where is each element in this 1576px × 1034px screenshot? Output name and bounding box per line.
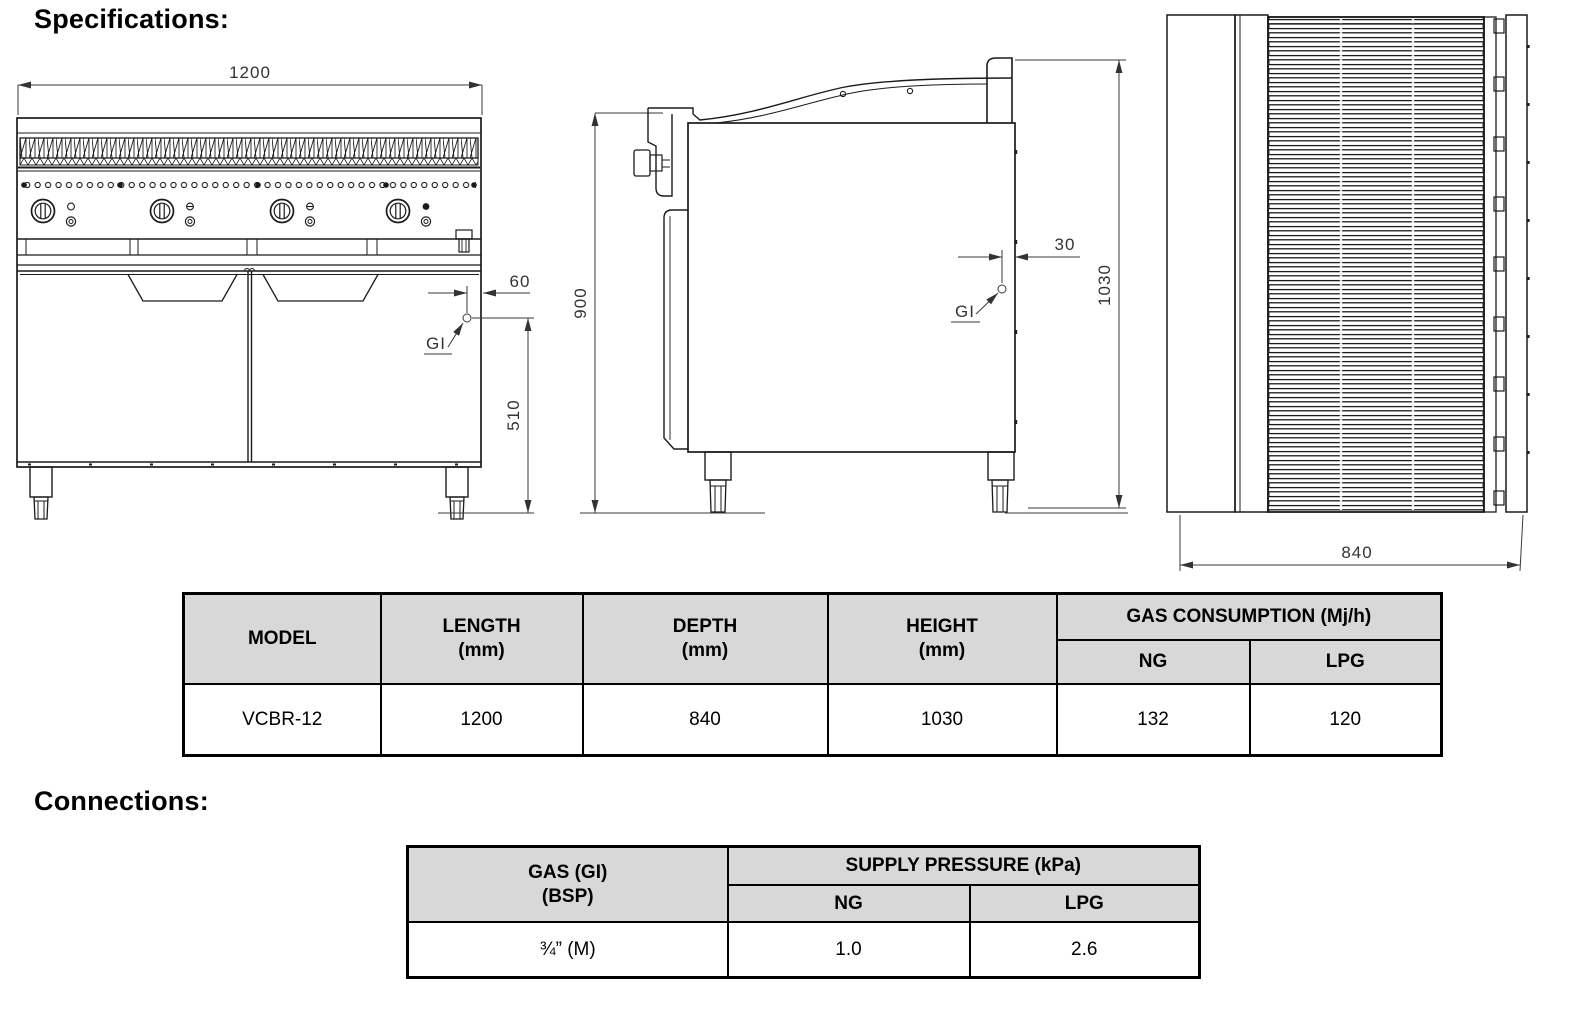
front-width-dimension: 1200 <box>17 63 483 115</box>
side-knob <box>633 149 651 177</box>
knob-2 <box>149 198 196 227</box>
front-cabinet <box>17 229 481 466</box>
side-view-drawing: 900 <box>571 57 1128 514</box>
right-door-handle <box>262 274 379 302</box>
col-header-conn-ng: NG <box>726 884 971 923</box>
spec-gas-ng: 132 <box>1055 683 1251 757</box>
top-depth-label: 840 <box>1341 543 1372 562</box>
side-worktop-height-dimension: 900 <box>571 112 663 513</box>
front-body <box>16 117 482 468</box>
top-view-drawing: 840 <box>1166 14 1530 572</box>
side-gas-inlet-callout: 30 GI <box>951 235 1080 323</box>
col-header-height: HEIGHT(mm) <box>826 592 1058 685</box>
side-back-panel <box>986 57 1013 123</box>
top-depth-dimension: 840 <box>1179 514 1524 572</box>
conn-gas-size: ¾” (M) <box>406 921 729 979</box>
top-right-rail <box>1483 16 1497 513</box>
side-gas-inlet-label: GI <box>955 302 975 321</box>
side-overall-height-label: 1030 <box>1095 264 1114 306</box>
col-header-length: LENGTH(mm) <box>379 592 584 685</box>
knob-3 <box>269 198 316 227</box>
front-gas-inlet-label: GI <box>426 334 446 353</box>
front-view-drawing: 1200 <box>16 63 534 520</box>
col-header-gas-connection: GAS (GI)(BSP) <box>406 845 729 923</box>
col-header-gas-consumption: GAS CONSUMPTION (Mj/h) <box>1055 592 1443 641</box>
side-control-bracket <box>647 108 673 197</box>
control-knobs <box>30 198 432 227</box>
left-door-handle <box>127 274 238 302</box>
col-header-supply-pressure: SUPPLY PRESSURE (kPa) <box>726 845 1201 886</box>
col-header-ng: NG <box>1055 639 1251 685</box>
top-body <box>1166 14 1530 513</box>
knob-1 <box>30 198 77 227</box>
spec-gas-lpg: 120 <box>1248 683 1443 757</box>
side-gas-offset-label: 30 <box>1055 235 1076 254</box>
conn-pressure-ng: 1.0 <box>726 921 971 979</box>
connections-table: GAS (GI)(BSP) SUPPLY PRESSURE (kPa) NG L… <box>406 845 1202 979</box>
side-overall-height-dimension: 1030 <box>1015 59 1126 509</box>
front-legs <box>29 466 469 520</box>
side-door-edge <box>663 209 688 450</box>
spec-model: VCBR-12 <box>182 683 382 757</box>
side-body <box>633 57 1018 453</box>
side-legs <box>704 451 1015 513</box>
knob-4 <box>385 198 432 227</box>
connections-heading: Connections: <box>34 786 209 816</box>
col-header-conn-lpg: LPG <box>968 884 1201 923</box>
connections-table-row: ¾” (M) 1.0 2.6 <box>406 921 1201 979</box>
top-left-panel <box>1166 14 1236 513</box>
conn-pressure-lpg: 2.6 <box>968 921 1201 979</box>
col-header-lpg: LPG <box>1248 639 1443 685</box>
col-header-model: MODEL <box>182 592 382 685</box>
front-gas-offset-label: 60 <box>510 272 531 291</box>
spec-length: 1200 <box>379 683 584 757</box>
side-worktop-height-label: 900 <box>571 287 590 318</box>
col-header-depth: DEPTH(mm) <box>581 592 829 685</box>
spec-table-row: VCBR-12 1200 840 1030 132 120 <box>182 683 1443 757</box>
specifications-heading: Specifications: <box>34 4 230 34</box>
front-gas-inlet-callout: 60 GI 510 <box>424 272 534 514</box>
top-right-panel <box>1505 14 1528 513</box>
top-grill-grate <box>1267 16 1485 513</box>
front-gas-height-label: 510 <box>504 399 523 430</box>
spec-height: 1030 <box>826 683 1058 757</box>
front-width-label: 1200 <box>229 63 271 82</box>
spec-depth: 840 <box>581 683 829 757</box>
specifications-table: MODEL LENGTH(mm) DEPTH(mm) HEIGHT(mm) GA… <box>182 592 1444 757</box>
